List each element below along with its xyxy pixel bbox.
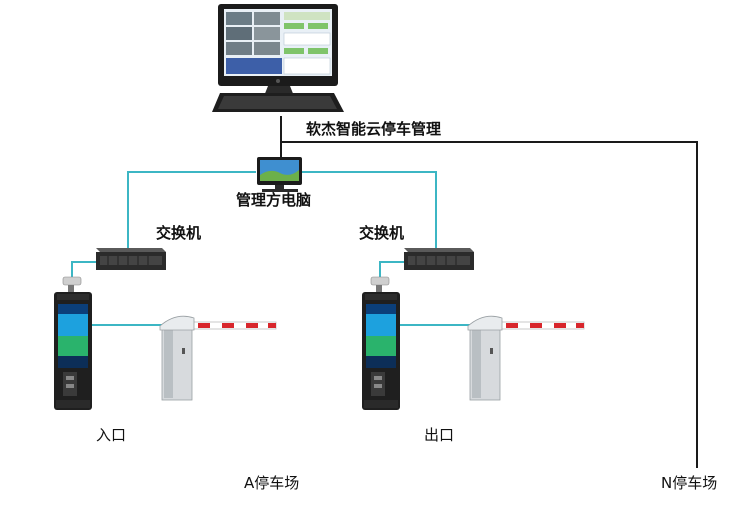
- barrier-gate-exit: [467, 315, 585, 401]
- link-left-switch-to-kiosk: [71, 261, 100, 282]
- switch-left-label: 交换机: [156, 224, 202, 242]
- cloud-system-label: 软杰智能云停车管理: [306, 120, 442, 138]
- link-right-switch-to-kiosk: [379, 261, 408, 282]
- switch-right-label: 交换机: [359, 224, 405, 242]
- link-pc-to-right-switch: [300, 171, 437, 248]
- link-cloud-to-n-parking: [281, 141, 698, 468]
- parking-a-label: A停车场: [244, 474, 300, 492]
- connection-lines: [71, 116, 698, 468]
- barrier-gate-entrance: [159, 315, 277, 401]
- parking-n-label: N停车场: [661, 474, 718, 492]
- exit-label: 出口: [424, 426, 455, 444]
- main-computer: [212, 4, 344, 112]
- link-pc-to-left-switch: [127, 171, 256, 248]
- kiosk-exit: [362, 276, 400, 410]
- entrance-label: 入口: [96, 426, 127, 444]
- management-pc: [257, 157, 302, 192]
- switch-left: [96, 248, 166, 270]
- management-pc-label: 管理方电脑: [236, 191, 312, 209]
- switch-right: [404, 248, 474, 270]
- kiosk-entrance: [54, 276, 92, 410]
